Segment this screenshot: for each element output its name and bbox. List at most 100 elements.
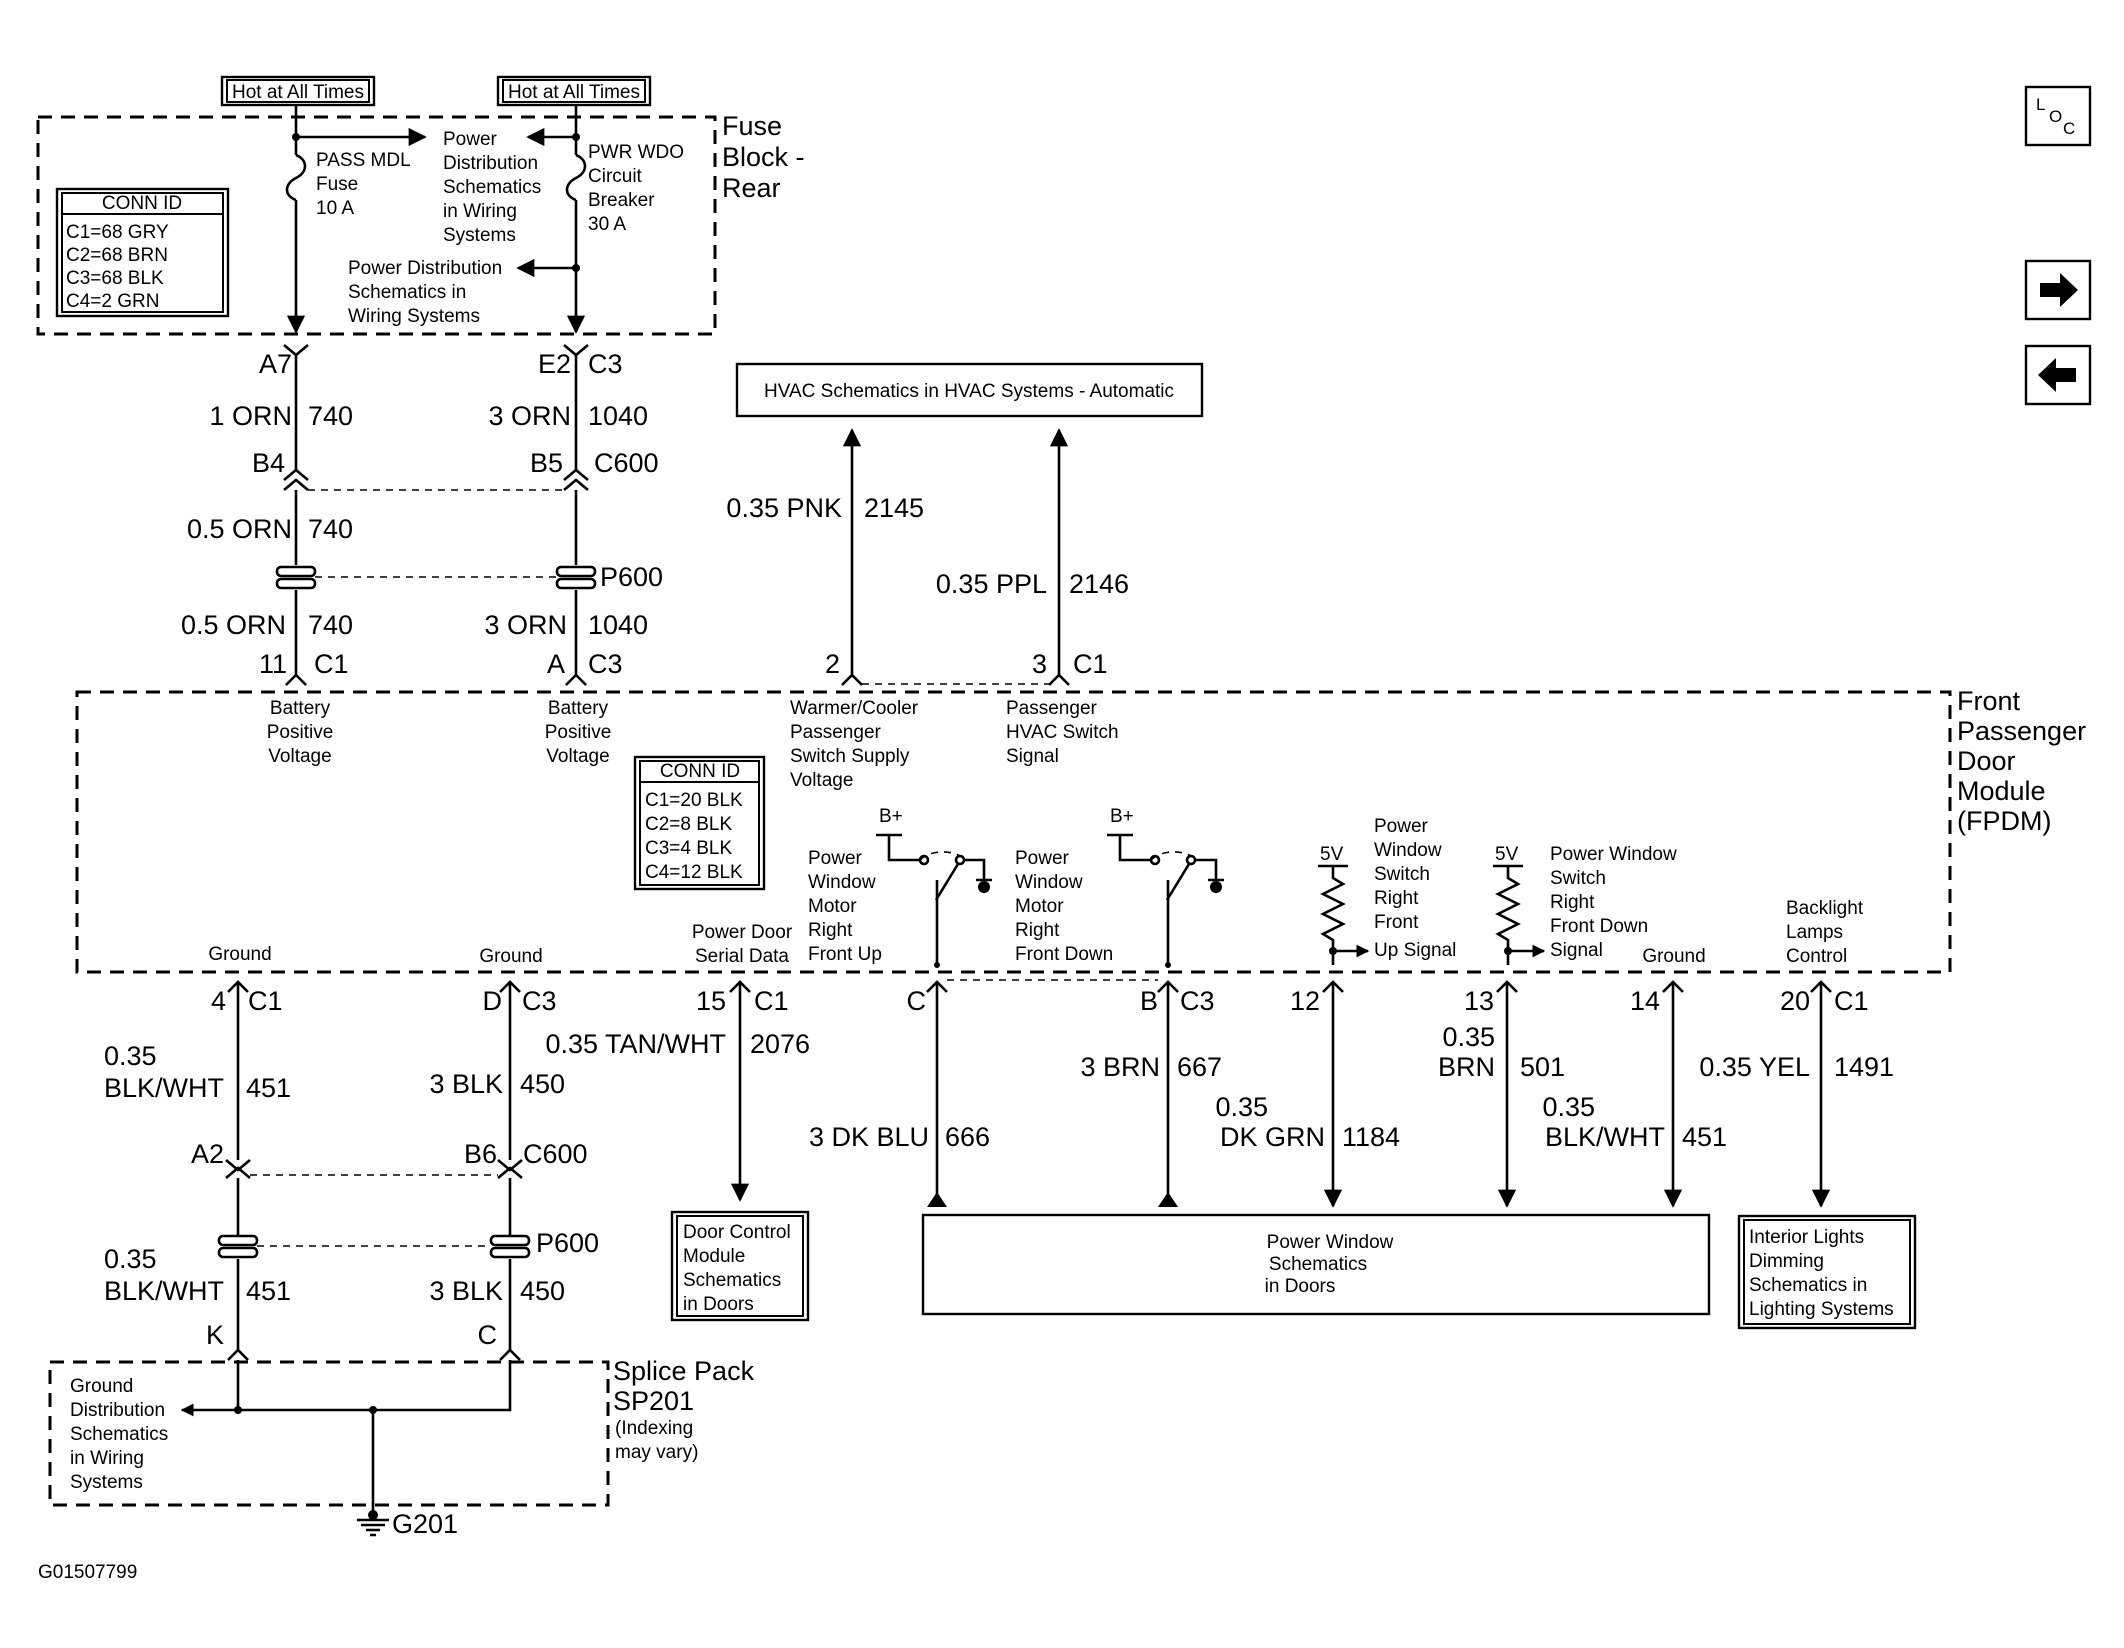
switch-right-front-down-signal: Power Window Switch Right Front Down Sig…: [1550, 844, 1677, 961]
conn-c3-top: C3: [588, 349, 623, 379]
wire-451b-number: 451: [1682, 1122, 1727, 1152]
ground-g201-label: G201: [392, 1509, 458, 1539]
pin-a: A: [547, 649, 565, 679]
svg-text:Control: Control: [1786, 946, 1847, 967]
wire-1040-number: 1040: [588, 401, 648, 431]
svg-text:Serial Data: Serial Data: [695, 946, 789, 967]
hvac-schematics-ref[interactable]: HVAC Schematics in HVAC Systems - Automa…: [735, 362, 1204, 418]
splice-pack-note-1: (Indexing: [615, 1418, 693, 1439]
warmer-cooler-supply: Warmer/Cooler Passenger Switch Supply Vo…: [790, 698, 919, 791]
loc-letter-l: L: [2036, 95, 2045, 114]
power-window-schematics-ref[interactable]: Power Window Schematics in Doors: [921, 1213, 1711, 1316]
svg-text:in Doors: in Doors: [683, 1294, 754, 1315]
upper-wiring: A7 E2 C3 1 ORN 740 3 ORN 1040 B4 B5 C600…: [181, 344, 663, 686]
svg-text:Power: Power: [1015, 848, 1070, 869]
fuse-block-title-3: Rear: [722, 173, 781, 203]
svg-text:Lamps: Lamps: [1786, 922, 1843, 943]
wire-740-number-2: 740: [308, 514, 353, 544]
conn-c1-b: C1: [248, 986, 283, 1016]
backlight-lamps-control: Backlight Lamps Control: [1786, 898, 1864, 967]
pin-14: 14: [1630, 986, 1660, 1016]
figure-id: G01507799: [38, 1562, 137, 1583]
wire-740-color-3: 0.5 ORN: [181, 610, 286, 640]
power-door-serial-data: Power Door Serial Data: [692, 922, 793, 967]
svg-text:CONN ID: CONN ID: [660, 761, 740, 782]
fpdm-title: Front Passenger Door Module (FPDM): [1957, 686, 2086, 836]
motor-right-front-up-label: Power Window Motor Right Front Up: [808, 848, 882, 965]
pin-15: 15: [696, 986, 726, 1016]
lower-wiring: 4 C1 D C3 15 C1 C B C3 12 13 14 20 C1 0.…: [104, 979, 1894, 1361]
wire-2076-number: 2076: [750, 1029, 810, 1059]
svg-text:PWR WDO: PWR WDO: [588, 142, 684, 163]
svg-text:Fuse: Fuse: [316, 174, 358, 195]
svg-text:Lighting Systems: Lighting Systems: [1749, 1299, 1894, 1320]
wire-740-color: 1 ORN: [209, 401, 292, 431]
svg-text:Wiring Systems: Wiring Systems: [348, 306, 480, 327]
conn-c1-c: C1: [754, 986, 789, 1016]
splice-pack-id: SP201: [613, 1386, 694, 1416]
power-distribution-ref-2[interactable]: Power Distribution Schematics in Wiring …: [348, 258, 502, 327]
wire-451-size: 0.35: [104, 1041, 157, 1071]
wire-451c-color: BLK/WHT: [104, 1276, 224, 1306]
svg-text:C1=20 BLK: C1=20 BLK: [645, 790, 743, 811]
svg-text:Passenger: Passenger: [1957, 716, 2086, 746]
wire-1184-number: 1184: [1342, 1122, 1400, 1152]
svg-text:Systems: Systems: [443, 225, 516, 246]
v5-label-2: 5V: [1495, 844, 1519, 865]
wire-740-number-3: 740: [308, 610, 353, 640]
svg-text:Window: Window: [1374, 840, 1442, 861]
svg-text:Systems: Systems: [70, 1472, 143, 1493]
loc-button[interactable]: L O C: [2024, 85, 2092, 147]
bplus-label-2: B+: [1110, 806, 1134, 827]
wire-1040-color-2: 3 ORN: [484, 610, 567, 640]
power-distribution-ref-1[interactable]: Power Distribution Schematics in Wiring …: [443, 129, 541, 246]
v5-label-1: 5V: [1320, 844, 1344, 865]
svg-text:Power Door: Power Door: [692, 922, 793, 943]
svg-text:Switch: Switch: [1550, 868, 1606, 889]
ground-distribution-ref[interactable]: Ground Distribution Schematics in Wiring…: [70, 1376, 168, 1493]
svg-text:Battery: Battery: [270, 698, 331, 719]
svg-text:Backlight: Backlight: [1786, 898, 1864, 919]
svg-text:in Doors: in Doors: [1265, 1276, 1336, 1297]
wire-501-number: 501: [1520, 1052, 1565, 1082]
svg-text:Right: Right: [808, 920, 853, 941]
fuse-block-title-1: Fuse: [722, 111, 782, 141]
hvac-section: HVAC Schematics in HVAC Systems - Automa…: [726, 362, 1204, 686]
ground-label-1: Ground: [208, 944, 271, 965]
next-page-button[interactable]: [2024, 259, 2092, 321]
svg-text:C3=4 BLK: C3=4 BLK: [645, 838, 732, 859]
svg-text:Power: Power: [1374, 816, 1429, 837]
switch-right-front-up-signal: Power Window Switch Right Front Up Signa…: [1374, 816, 1456, 961]
wire-450-color: 3 BLK: [429, 1069, 503, 1099]
wire-450-number: 450: [520, 1069, 565, 1099]
wire-666-color: 3 DK BLU: [809, 1122, 929, 1152]
relay-switch-up-icon: B+: [876, 806, 992, 968]
interior-lights-dimming-ref[interactable]: Interior Lights Dimming Schematics in Li…: [1737, 1214, 1917, 1330]
svg-text:Distribution: Distribution: [70, 1400, 165, 1421]
previous-page-button[interactable]: [2024, 344, 2092, 406]
svg-text:PASS MDL: PASS MDL: [316, 150, 411, 171]
svg-text:Module: Module: [683, 1246, 745, 1267]
svg-text:Power Window: Power Window: [1550, 844, 1677, 865]
ground-label-2: Ground: [479, 946, 542, 967]
svg-text:Power: Power: [443, 129, 498, 150]
svg-text:C2=8 BLK: C2=8 BLK: [645, 814, 732, 835]
pin-a2: A2: [191, 1139, 224, 1169]
svg-text:Voltage: Voltage: [546, 746, 609, 767]
svg-text:Signal: Signal: [1550, 940, 1603, 961]
door-control-module-ref[interactable]: Door Control Module Schematics in Doors: [670, 1210, 810, 1322]
svg-text:10 A: 10 A: [316, 198, 354, 219]
wire-451c-number: 451: [246, 1276, 291, 1306]
pin-3: 3: [1032, 649, 1047, 679]
pwr-wdo-breaker-icon: [565, 153, 587, 202]
pin-20: 20: [1780, 986, 1810, 1016]
svg-text:Schematics: Schematics: [70, 1424, 168, 1445]
wire-1040-color: 3 ORN: [488, 401, 571, 431]
svg-text:Door: Door: [1957, 746, 2016, 776]
arrow-right-icon: [2040, 273, 2078, 307]
svg-text:Schematics in: Schematics in: [1749, 1275, 1867, 1296]
svg-text:HVAC Schematics in HVAC System: HVAC Schematics in HVAC Systems - Automa…: [764, 381, 1174, 402]
svg-text:Signal: Signal: [1006, 746, 1059, 767]
svg-text:C4=12 BLK: C4=12 BLK: [645, 862, 743, 883]
